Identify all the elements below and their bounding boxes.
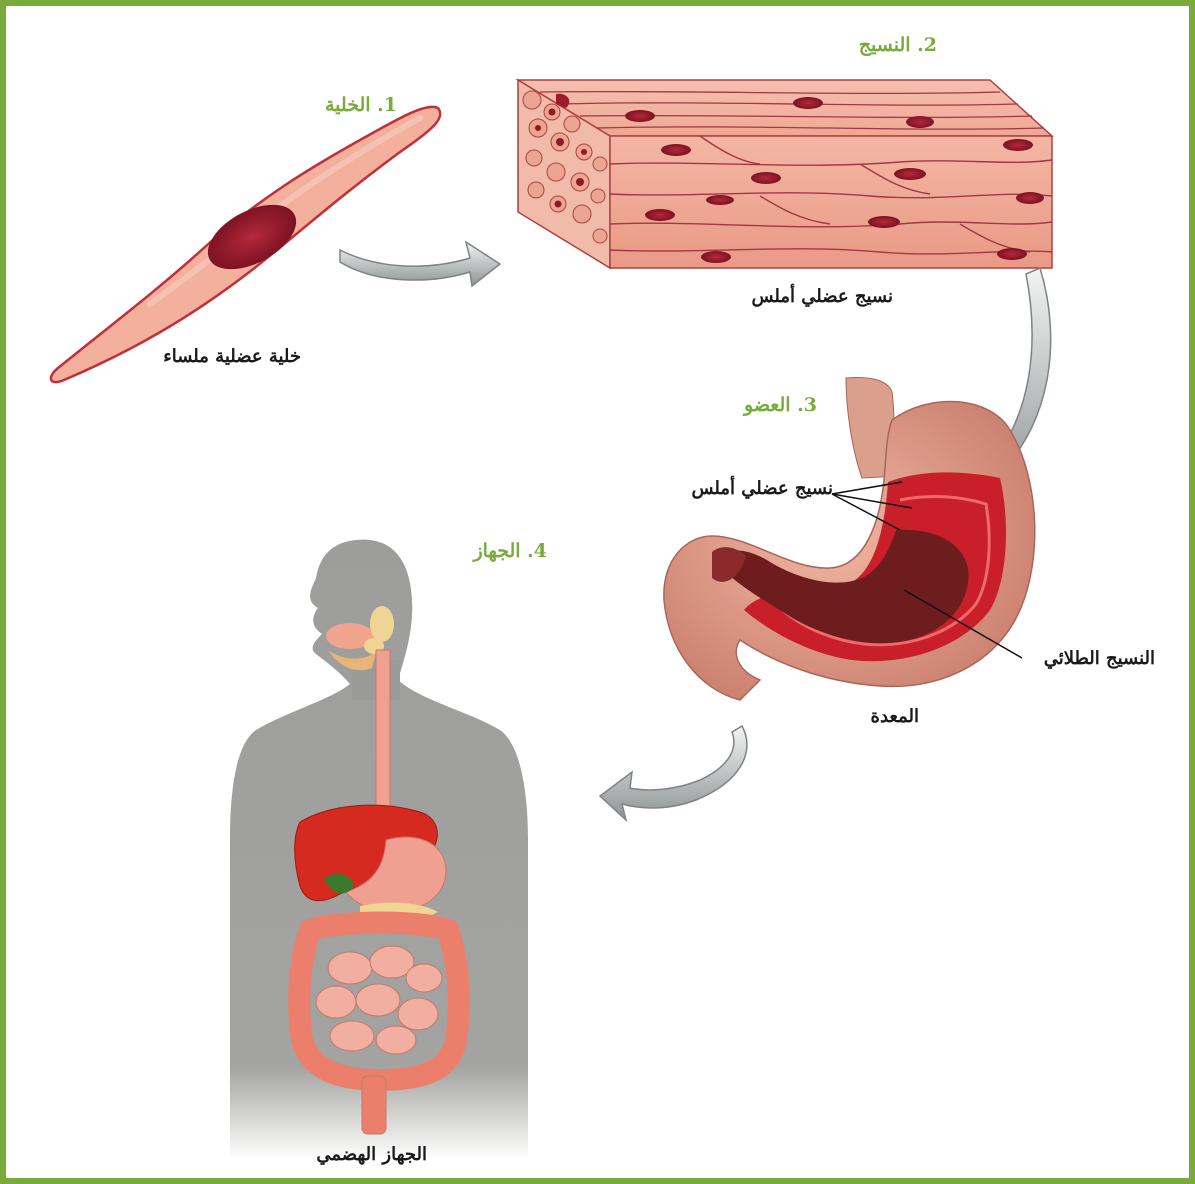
tissue-caption: نسيج عضلي أملس: [751, 286, 893, 307]
organ-epithelial-label: النسيج الطلائي: [1044, 648, 1155, 669]
step-organ-label: 3. العضو: [744, 394, 817, 416]
organ-muscle-label: نسيج عضلي أملس: [691, 478, 833, 499]
smooth-muscle-tissue-block: [518, 80, 1052, 268]
step-system-label: 4. الجهاز: [473, 540, 547, 562]
arrow-organ-to-system-icon: [600, 726, 747, 820]
human-digestive-system: [230, 540, 528, 1160]
step-cell-label: 1. الخلية: [325, 94, 397, 116]
step-tissue-label: 2. النسيج: [859, 34, 937, 56]
system-caption: الجهاز الهضمي: [316, 1144, 427, 1165]
organ-caption: المعدة: [871, 706, 919, 727]
arrow-cell-to-tissue-icon: [340, 242, 500, 286]
smooth-muscle-cell: [51, 107, 440, 382]
stomach-organ: [664, 378, 1035, 700]
cell-caption: خلية عضلية ملساء: [163, 346, 301, 367]
